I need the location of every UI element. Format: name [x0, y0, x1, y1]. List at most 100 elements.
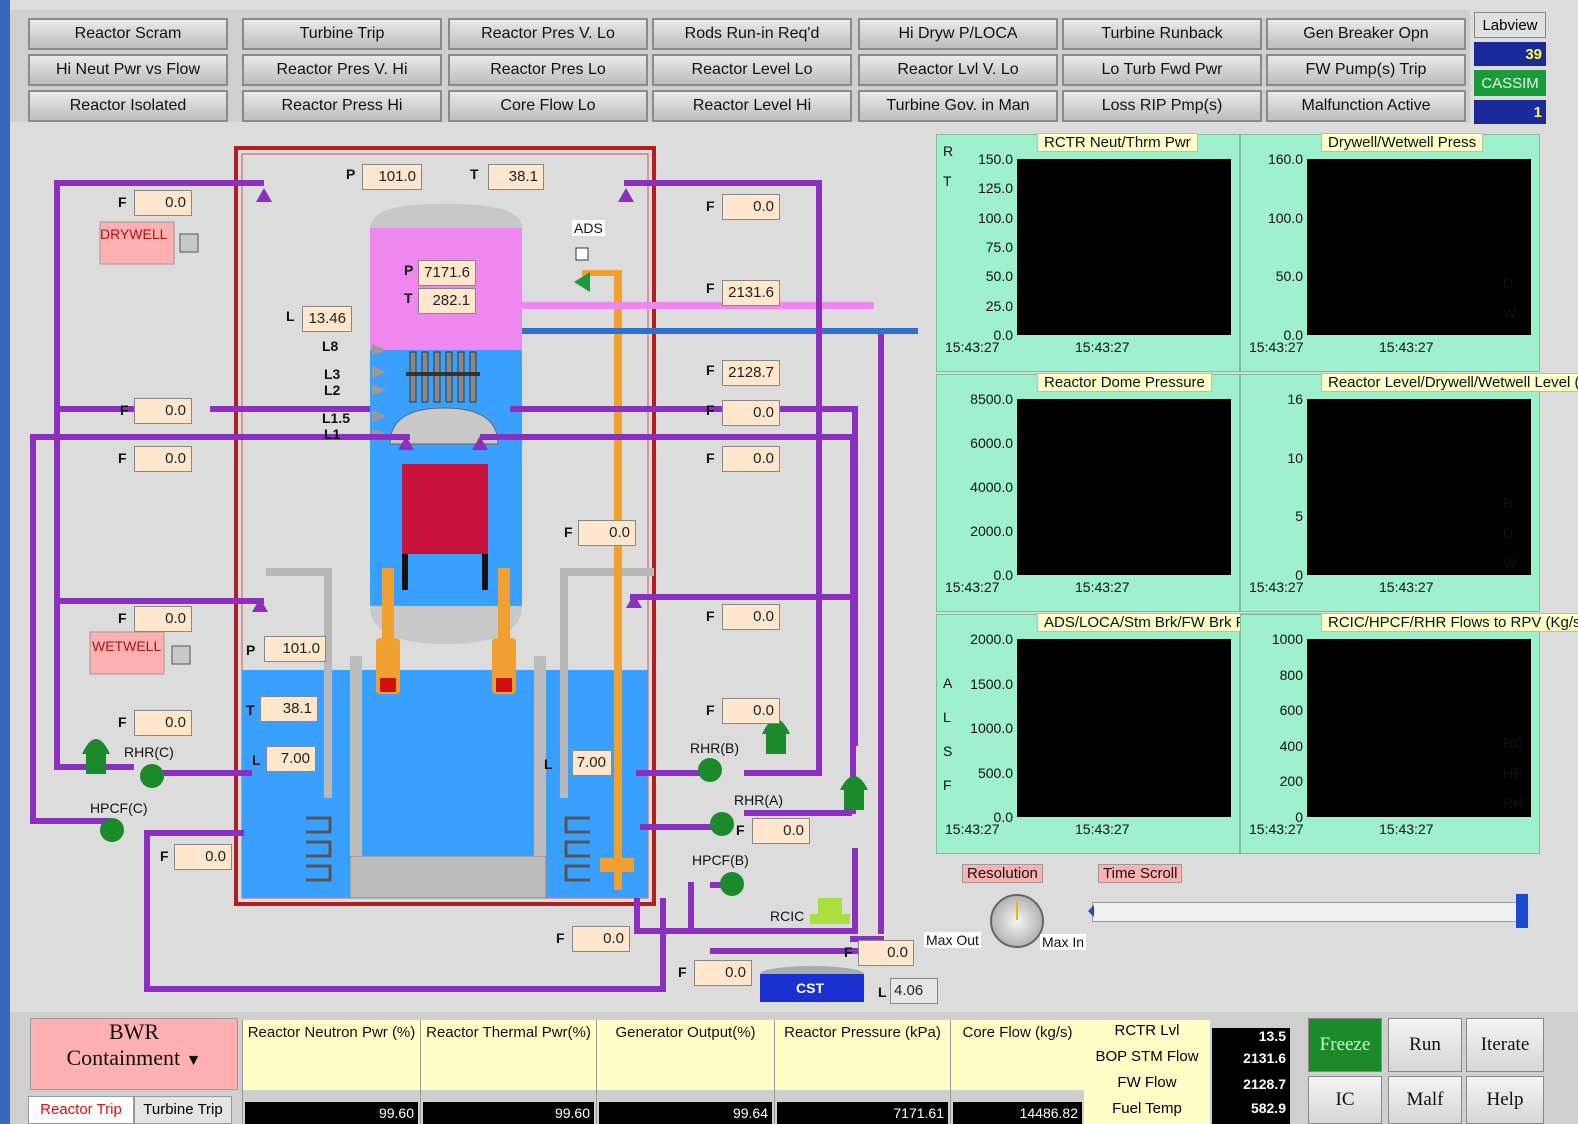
graph-legend: S [943, 743, 953, 759]
hpcf-c-label: HPCF(C) [90, 800, 148, 816]
graph-time: 15:43:27 [945, 579, 1000, 595]
flow-f-label: F [736, 822, 745, 838]
max-in-label: Max In [1040, 934, 1087, 950]
wetwell-l-right-label: L [544, 756, 553, 772]
view-title-line1: BWR [108, 1019, 160, 1044]
rhr-b-spray-flow: 0.0 [722, 194, 780, 220]
flow-f-label: F [118, 450, 127, 466]
annunciator-2-1: Reactor Press Hi [242, 90, 442, 122]
feedwater-flow: 2128.7 [722, 360, 780, 386]
ads-line [614, 270, 622, 890]
time-scroll-label: Time Scroll [1098, 864, 1183, 883]
dome-pressure: 7171.6 [418, 260, 476, 286]
level-l2: L2 [324, 382, 341, 398]
labview-label: Labview [1474, 12, 1546, 38]
time-scroll-thumb[interactable] [1516, 894, 1528, 928]
freeze-button[interactable]: Freeze [1308, 1018, 1382, 1072]
containment-pressure: 101.0 [362, 164, 422, 190]
graph-tick: 0 [1295, 567, 1303, 583]
graph-tick: 400 [1279, 737, 1303, 754]
time-scroll-slider[interactable] [1092, 902, 1522, 922]
rip-pump-left [376, 568, 400, 694]
slider-left-arrow-icon[interactable] [1088, 905, 1094, 917]
drywell-spray-flow: 0.0 [134, 190, 192, 216]
annunciator-1-0: Hi Neut Pwr vs Flow [28, 54, 228, 86]
diaphragm-left [266, 568, 332, 576]
rctr-lvl-label: RCTR Lvl [1114, 1022, 1180, 1039]
hpcf-b-label: HPCF(B) [692, 852, 749, 868]
tab-turbine-trip[interactable]: Turbine Trip [134, 1096, 232, 1124]
rcic-label: RCIC [770, 908, 805, 924]
bottom-panel: BWR Containment ▼ Reactor Trip Turbine T… [10, 1012, 1578, 1124]
graph-time: 15:43:27 [945, 339, 1000, 355]
graph-tick: 160.0 [1267, 151, 1303, 167]
graph-tick: 10 [1287, 449, 1303, 466]
graph-tick: 16 [1287, 391, 1303, 407]
pedestal-wall-right [534, 656, 546, 856]
graph-plot-5 [1307, 639, 1531, 817]
level-l1-5: L1.5 [322, 410, 351, 426]
cst-level: 4.06 [890, 978, 938, 1004]
annunciator-2-5: Loss RIP Pmp(s) [1062, 90, 1262, 122]
cassim-counter: 1 [1474, 100, 1546, 124]
resolution-knob[interactable] [990, 894, 1044, 948]
graph-tick: 8500.0 [970, 391, 1013, 407]
run-button[interactable]: Run [1388, 1018, 1462, 1072]
rhr-c-flow: 0.0 [134, 710, 192, 736]
view-selector[interactable]: BWR Containment ▼ [30, 1018, 238, 1090]
graph-time: 15:43:27 [1075, 579, 1130, 595]
level-l3: L3 [324, 366, 341, 382]
ads-valve [574, 272, 590, 292]
drywell-label[interactable]: DRYWELL [100, 226, 168, 242]
dome-temp: 282.1 [418, 288, 476, 314]
containment-diagram [30, 146, 918, 1002]
main-steam-line [522, 302, 874, 309]
ic-button[interactable]: IC [1308, 1076, 1382, 1124]
help-button[interactable]: Help [1466, 1076, 1544, 1124]
meter-label: Reactor Pressure (kPa) [775, 1020, 950, 1090]
graph-legend: W [1503, 305, 1517, 321]
graph-legend: RC [1503, 735, 1524, 751]
flow-f-label: F [706, 450, 715, 466]
malf-button[interactable]: Malf [1388, 1076, 1462, 1124]
graph-tick: 1500.0 [970, 675, 1013, 692]
fw-flow-value: 2128.7 [1243, 1076, 1286, 1092]
graph-time: 15:43:27 [1249, 579, 1304, 595]
dome-t-label: T [404, 290, 413, 306]
graph-legend: F [943, 777, 952, 793]
wetwell-label[interactable]: WETWELL [92, 638, 162, 654]
graph-tick: 800 [1279, 666, 1303, 683]
tab-reactor-trip[interactable]: Reactor Trip [28, 1096, 134, 1124]
core-support-right [482, 554, 488, 590]
meter-value: 14486.82 [953, 1102, 1082, 1124]
core-shroud-head [389, 407, 499, 445]
bop-stm-flow-value: 2131.6 [1243, 1050, 1286, 1066]
diaphragm-right [560, 568, 654, 576]
graph-title-0: RCTR Neut/Thrm Pwr [1037, 133, 1198, 152]
bop-stm-flow-label: BOP STM Flow [1095, 1048, 1199, 1065]
flow-f-label: F [678, 964, 687, 980]
reactor-pedestal [349, 855, 547, 899]
level-l8: L8 [322, 338, 339, 354]
graph-time: 15:43:27 [1379, 579, 1434, 595]
meter-0: Reactor Neutron Pwr (%)99.60 [242, 1020, 420, 1124]
vents-left [306, 816, 332, 882]
meter-value: 7171.61 [777, 1102, 948, 1124]
graph-legend: L [943, 709, 951, 725]
cst-label: CST [796, 980, 824, 996]
hpcf-c-flow: 0.0 [174, 844, 232, 870]
annunciator-1-6: FW Pump(s) Trip [1266, 54, 1466, 86]
annunciator-2-6: Malfunction Active [1266, 90, 1466, 122]
ads-label: ADS [572, 220, 605, 236]
graph-legend: R [1503, 495, 1514, 511]
graph-tick: 200 [1279, 773, 1303, 790]
iterate-button[interactable]: Iterate [1466, 1018, 1544, 1072]
graph-time: 15:43:27 [945, 821, 1000, 837]
rhr-b-label: RHR(B) [690, 740, 739, 756]
graph-tick: 600 [1279, 702, 1303, 719]
meter-4: Core Flow (kg/s)14486.82 [950, 1020, 1084, 1124]
